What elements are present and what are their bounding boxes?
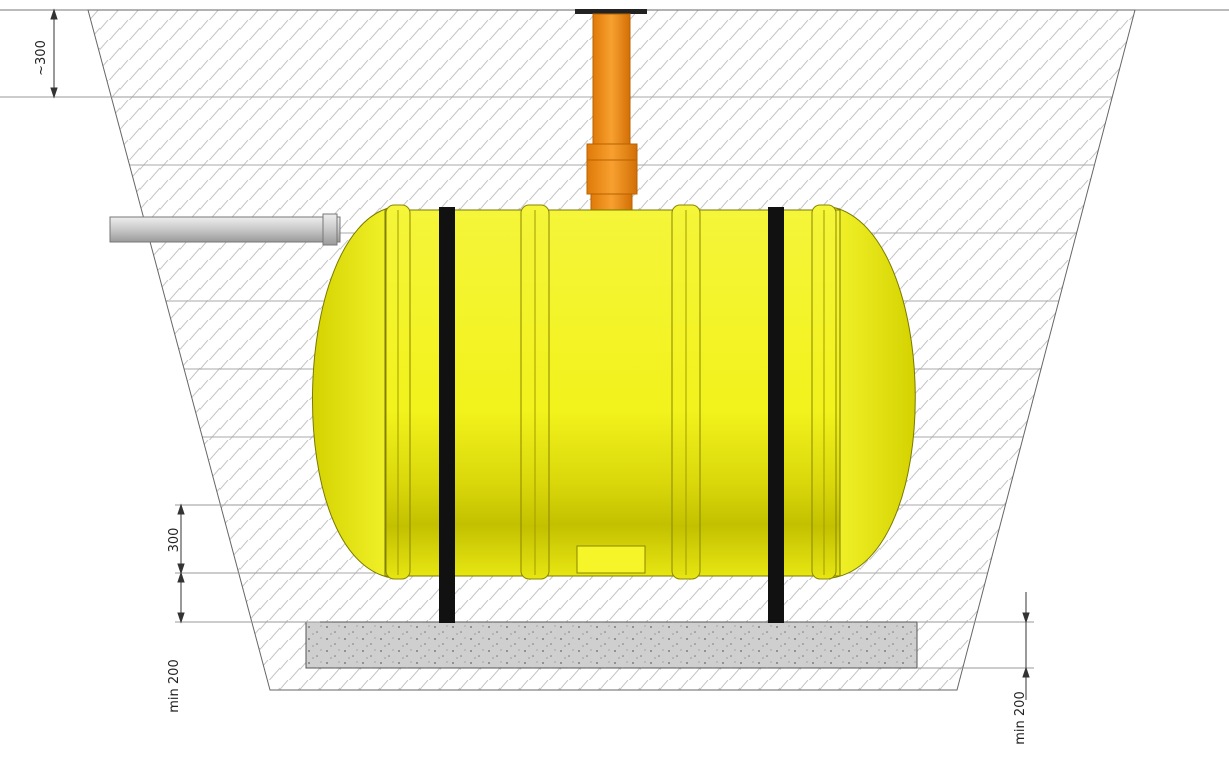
anchor-straps: [439, 207, 784, 623]
tank-to-slab-label: 300: [167, 528, 182, 553]
dimension-slab-thickness-right: [917, 592, 1034, 700]
concrete-slab: [305, 621, 918, 669]
septic-tank: [312, 204, 916, 580]
inlet-pipe: [109, 213, 341, 246]
riser-pipe: [575, 9, 647, 213]
cover-depth-label: ~300: [34, 40, 49, 76]
tank-right-cap: [831, 206, 916, 579]
dimension-cover-depth: [0, 8, 160, 99]
slab-thickness-left-label: min 200: [167, 659, 182, 712]
tank-left-cap: [312, 206, 393, 579]
tank-bottom-outlet: [576, 545, 646, 574]
tank-shell: [384, 209, 841, 577]
dimension-tank-to-slab: [175, 503, 320, 624]
slab-thickness-right-label: min 200: [1013, 691, 1028, 744]
anchor-strap: [439, 207, 455, 623]
anchor-strap: [768, 207, 784, 623]
